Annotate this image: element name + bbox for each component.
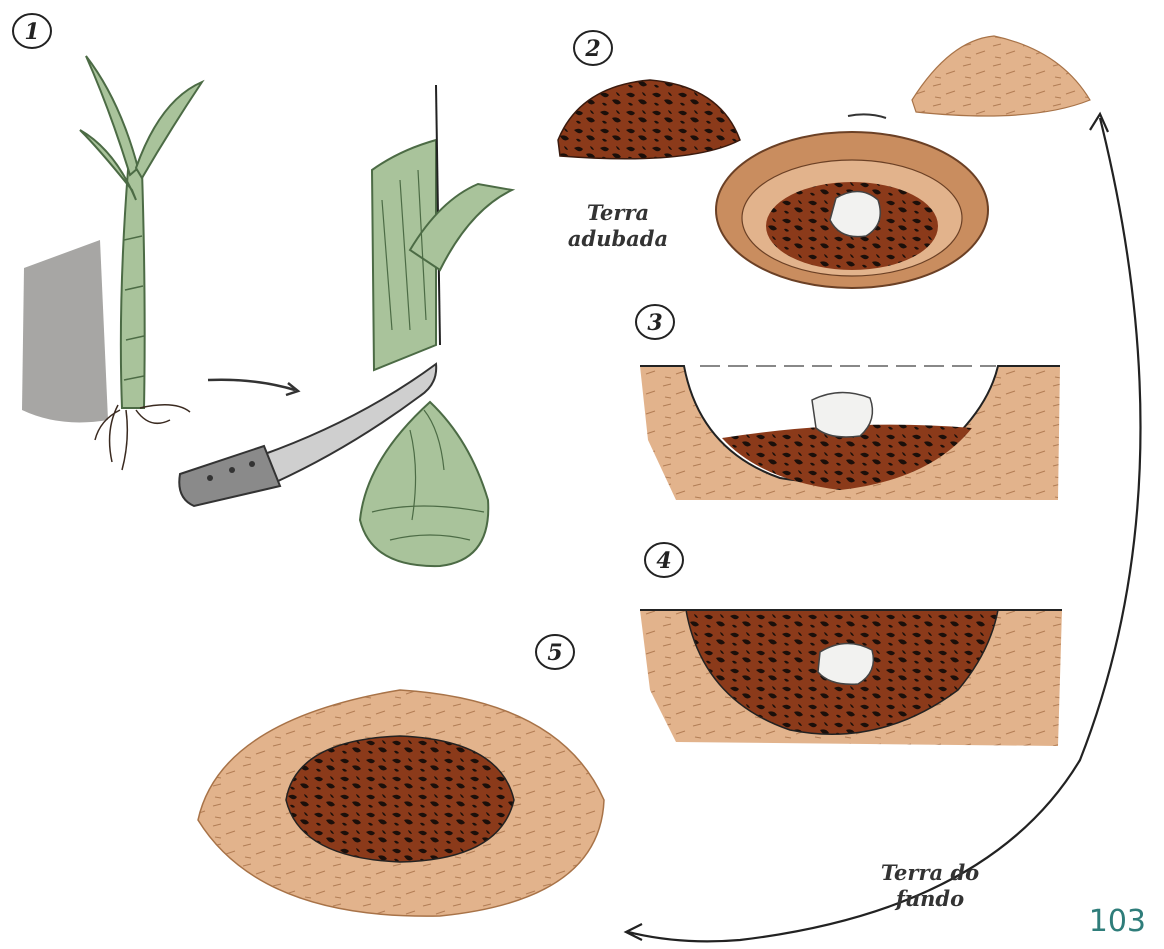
step-5-label: 5 [547,640,562,666]
step-1-badge: 1 [13,14,51,48]
caption-fertilized-line-2: adubada [568,226,668,251]
palm-heart-cutting [360,402,488,566]
tree-trunk-left [22,240,108,422]
finished-mound [198,690,604,916]
caption-bottom-line-2: fundo [894,886,964,911]
step-5-badge: 5 [536,635,574,669]
step-2-badge: 2 [574,31,612,65]
pit-cross-section-filled [640,610,1062,746]
arrow-step-1 [208,380,298,395]
stem-closeup [372,85,512,370]
step-1-label: 1 [24,19,39,45]
caption-bottom-line-1: Terra do [881,860,979,885]
step-3-label: 3 [647,310,662,336]
arrow-step-2 [848,114,886,118]
caption-fertilized-line-1: Terra [587,200,649,225]
step-3-badge: 3 [636,305,674,339]
step-2-label: 2 [584,36,600,62]
fertilized-soil-pile [558,80,740,159]
step-4-label: 4 [656,548,671,574]
bottom-soil-pile [912,36,1090,116]
caption-terra-adubada: Terra adubada [568,200,668,251]
pit-top-view [716,132,988,288]
caption-terra-do-fundo: Terra do fundo [881,860,979,911]
page-number: 103 [1089,904,1146,939]
pit-cross-section-partial [640,366,1060,500]
step-4-badge: 4 [645,543,683,577]
